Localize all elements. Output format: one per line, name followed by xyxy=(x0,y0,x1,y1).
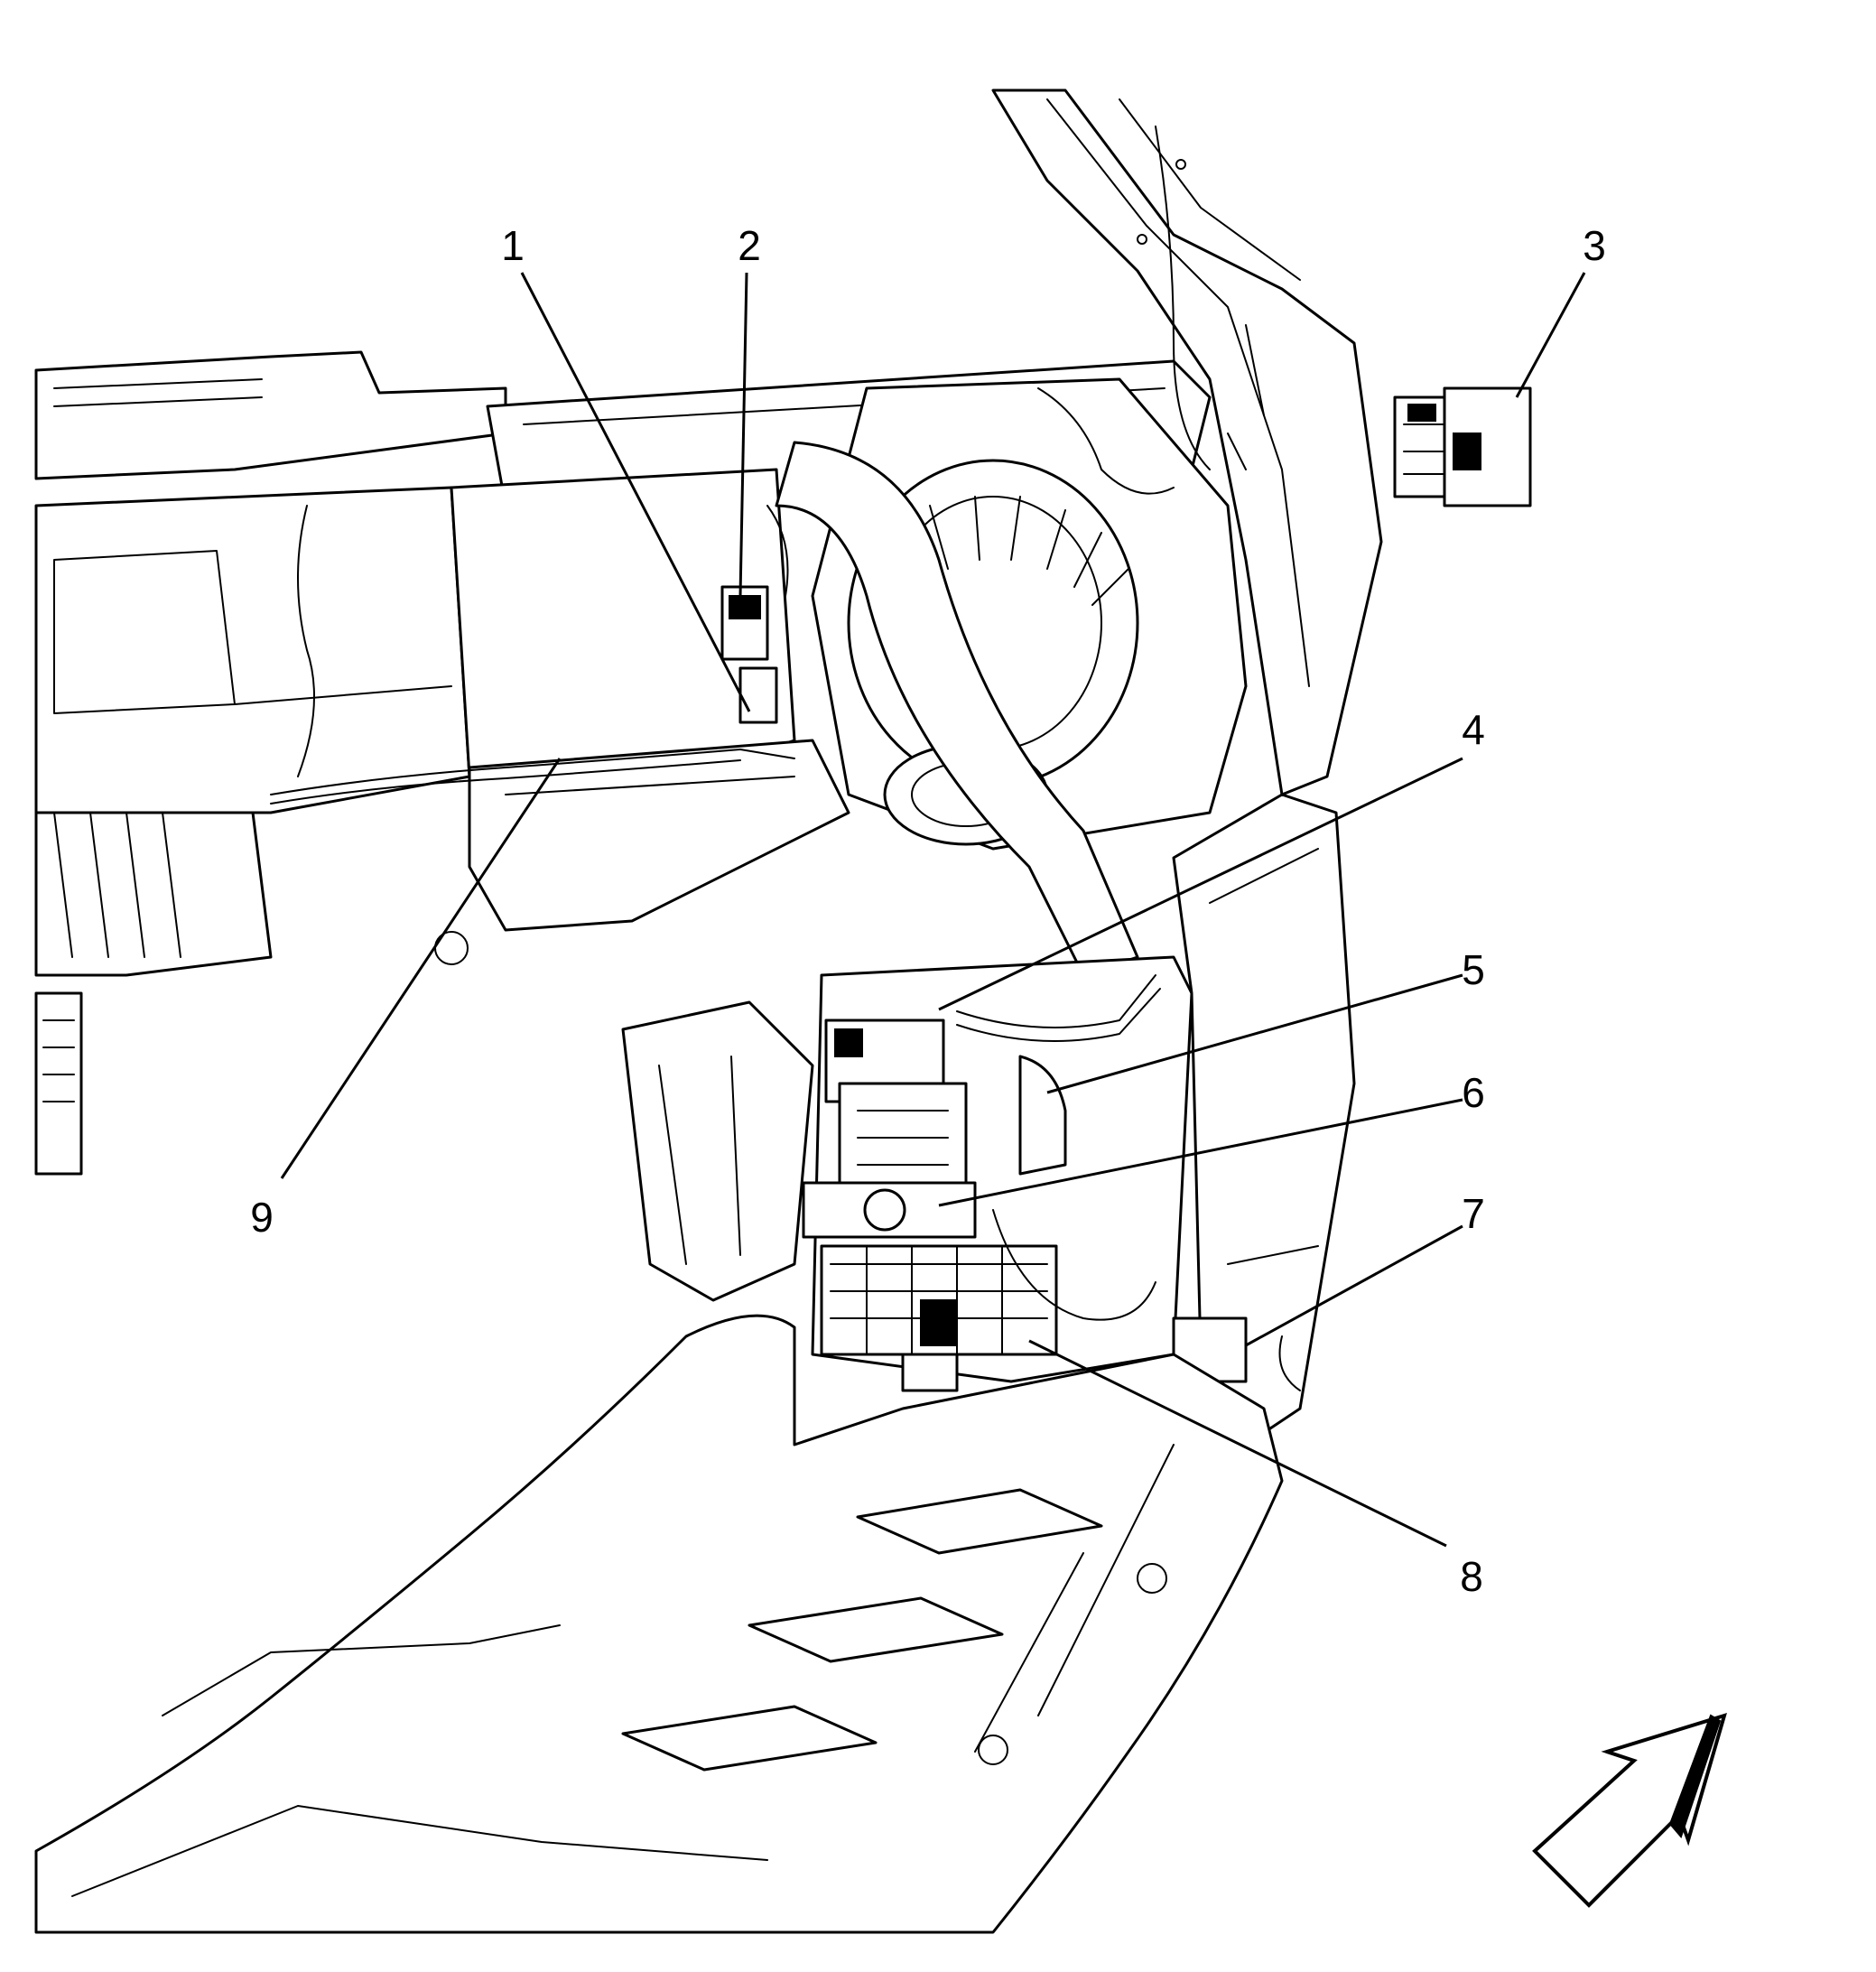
right-door-trim xyxy=(1172,793,1356,1446)
callout-2: 2 xyxy=(738,222,761,269)
a-pillar-trim xyxy=(991,88,1383,796)
center-duct xyxy=(775,441,1139,977)
leader-lines xyxy=(280,272,1586,1548)
connector-1-2 xyxy=(720,505,789,724)
hvac-module-left xyxy=(34,486,471,1176)
callout-4: 4 xyxy=(1462,706,1485,753)
leader-4 xyxy=(938,757,1463,1011)
wiring-harness xyxy=(270,126,1211,805)
leader-7 xyxy=(1245,1224,1463,1347)
callout-1: 1 xyxy=(501,222,525,269)
leader-5 xyxy=(1046,973,1463,1094)
callout-8: 8 xyxy=(1460,1553,1483,1600)
callout-6: 6 xyxy=(1462,1069,1485,1116)
callout-5: 5 xyxy=(1462,946,1485,993)
leader-9 xyxy=(280,758,562,1179)
leader-3 xyxy=(1515,272,1586,398)
floor-duct xyxy=(468,739,850,932)
callout-3: 3 xyxy=(1583,222,1606,269)
leader-6 xyxy=(938,1098,1463,1207)
lower-kick-panel xyxy=(621,1000,814,1302)
leader-8 xyxy=(1028,1339,1447,1548)
callout-labels: 1 2 3 4 5 6 7 8 9 xyxy=(250,222,1606,1600)
floor-pan xyxy=(34,1314,1284,1934)
leader-2 xyxy=(738,272,748,597)
body-control-module xyxy=(802,955,1193,1392)
callout-9: 9 xyxy=(250,1194,274,1241)
steering-column-connector xyxy=(1393,386,1532,507)
cable-4 xyxy=(956,974,1161,1042)
callout-7: 7 xyxy=(1462,1190,1485,1237)
leader-1 xyxy=(520,272,751,712)
forward-arrow-icon xyxy=(1532,1712,1727,1908)
